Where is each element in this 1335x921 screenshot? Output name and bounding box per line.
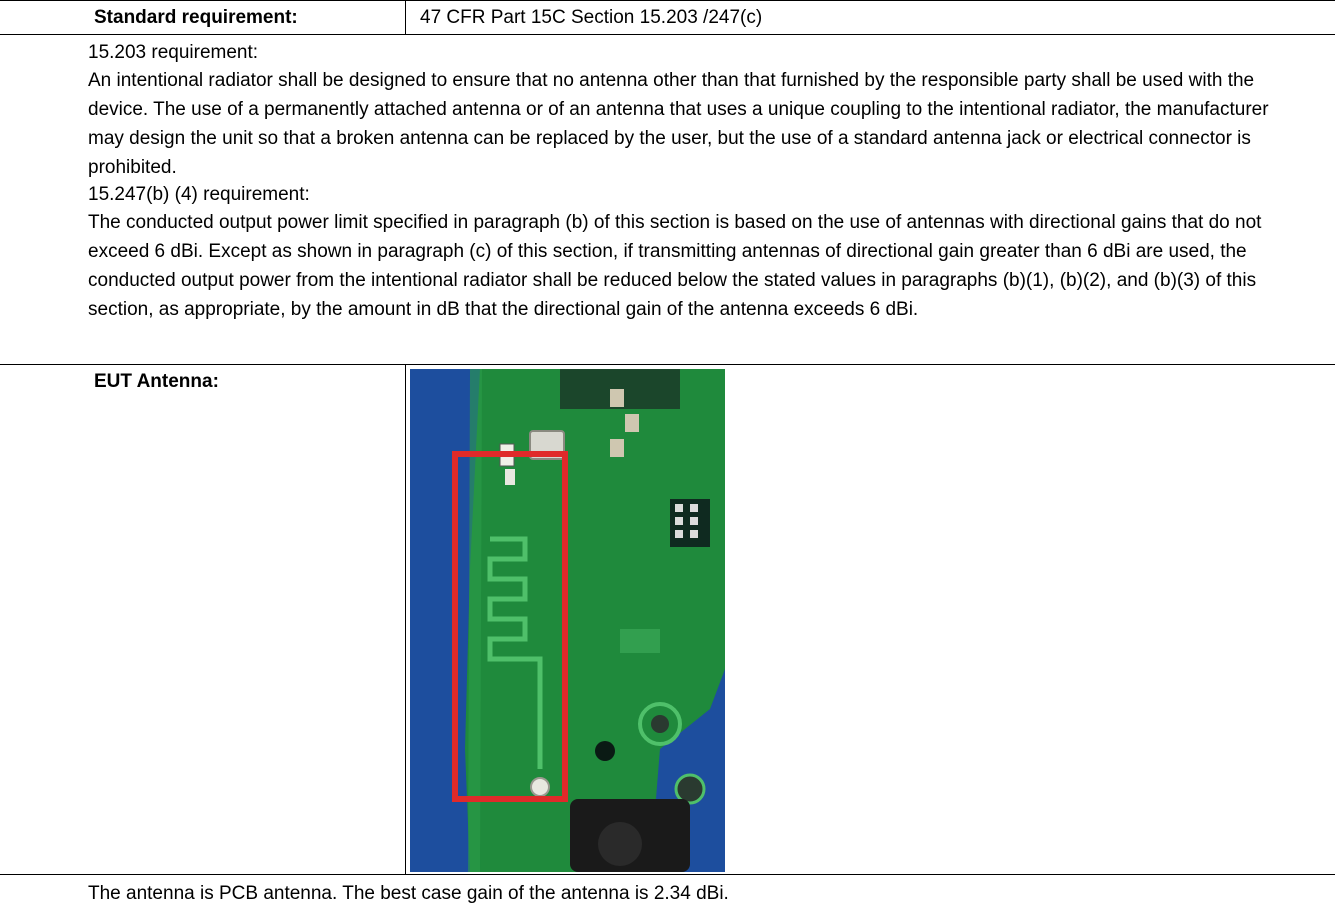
requirements-block: 15.203 requirement: An intentional radia… [0, 35, 1335, 324]
pcb-pin [675, 517, 683, 525]
pcb-test-point [530, 777, 550, 797]
pcb-capacitor [505, 469, 515, 485]
standard-value: 47 CFR Part 15C Section 15.203 /247(c) [420, 7, 763, 28]
pcb-part-3 [610, 439, 624, 457]
pcb-pad-center [651, 715, 669, 733]
pcb-photo-illustration [410, 369, 725, 872]
standard-label-cell: Standard requirement: [0, 0, 406, 35]
eut-antenna-label: EUT Antenna: [94, 371, 219, 392]
req-15-247-text: The conducted output power limit specifi… [88, 212, 1262, 320]
pcb-pin [690, 504, 698, 512]
eut-label-cell: EUT Antenna: [0, 364, 406, 875]
pcb-pad-ring [638, 702, 682, 746]
eut-photo-cell [405, 364, 1335, 875]
req-15-203-heading: 15.203 requirement: [88, 42, 259, 63]
requirements-row: 15.203 requirement: An intentional radia… [0, 34, 1335, 365]
req-15-203-text: An intentional radiator shall be designe… [88, 70, 1269, 178]
standard-row: Standard requirement: 47 CFR Part 15C Se… [0, 0, 1335, 35]
pcb-pad-2 [674, 773, 706, 805]
pcb-board [465, 369, 725, 872]
eut-antenna-photo [410, 369, 725, 872]
eut-photo-wrap [406, 365, 1335, 872]
pcb-via-hole [595, 741, 615, 761]
req-15-247-heading: 15.247(b) (4) requirement: [88, 184, 310, 205]
standard-value-cell: 47 CFR Part 15C Section 15.203 /247(c) [405, 0, 1335, 35]
requirements-cell: 15.203 requirement: An intentional radia… [0, 34, 1335, 365]
antenna-highlight-box [452, 451, 568, 802]
conclusion-text: The antenna is PCB antenna. The best cas… [88, 883, 729, 904]
pcb-button-cap [598, 822, 642, 866]
pcb-part-2 [625, 414, 639, 432]
pcb-edge [468, 369, 482, 872]
pcb-pin [690, 530, 698, 538]
standard-label: Standard requirement: [94, 7, 298, 28]
conclusion-cell: The antenna is PCB antenna. The best cas… [0, 874, 1335, 921]
pcb-pin [690, 517, 698, 525]
pcb-part-1 [610, 389, 624, 407]
eut-antenna-row: EUT Antenna: [0, 364, 1335, 875]
pcb-pin [675, 504, 683, 512]
pcb-meander-antenna-trace [487, 536, 543, 769]
pcb-pin [675, 530, 683, 538]
pcb-marking [620, 629, 660, 653]
conclusion-row: The antenna is PCB antenna. The best cas… [0, 874, 1335, 921]
